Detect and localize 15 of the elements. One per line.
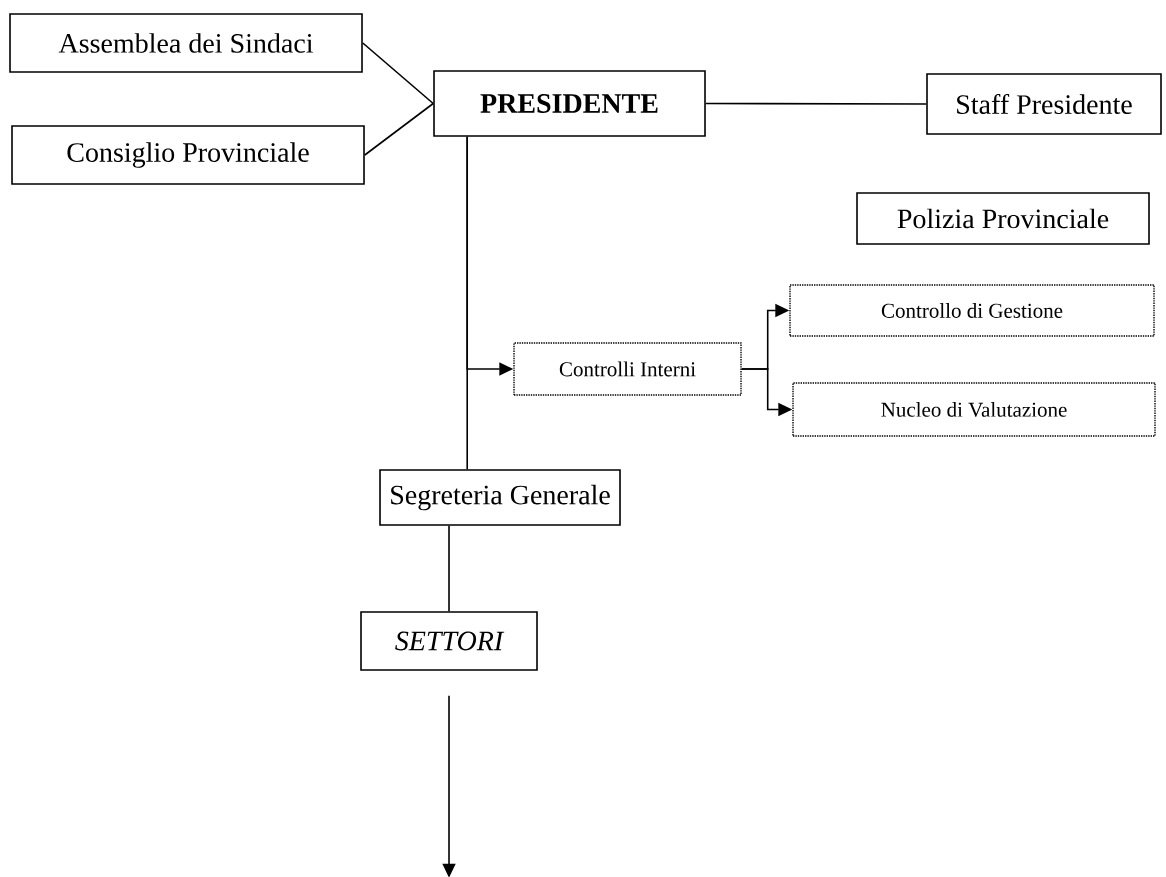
dotted-box: Controlli Interni bbox=[513, 342, 742, 396]
connector bbox=[364, 102, 434, 156]
org-box: Polizia Provinciale bbox=[856, 192, 1150, 245]
connector bbox=[448, 525, 450, 612]
connector bbox=[362, 42, 434, 105]
org-box: Staff Presidente bbox=[926, 73, 1162, 135]
dotted-box: Controllo di Gestione bbox=[789, 284, 1155, 337]
connector bbox=[442, 695, 456, 877]
org-box: Assemblea dei Sindaci bbox=[9, 13, 363, 73]
connector bbox=[705, 102, 927, 105]
org-box: SETTORI bbox=[360, 611, 538, 671]
org-box: Segreteria Generale bbox=[379, 469, 621, 526]
dotted-box: Nucleo di Valutazione bbox=[792, 382, 1156, 437]
org-box: Consiglio Provinciale bbox=[11, 125, 365, 185]
org-box: PRESIDENTE bbox=[433, 70, 706, 137]
